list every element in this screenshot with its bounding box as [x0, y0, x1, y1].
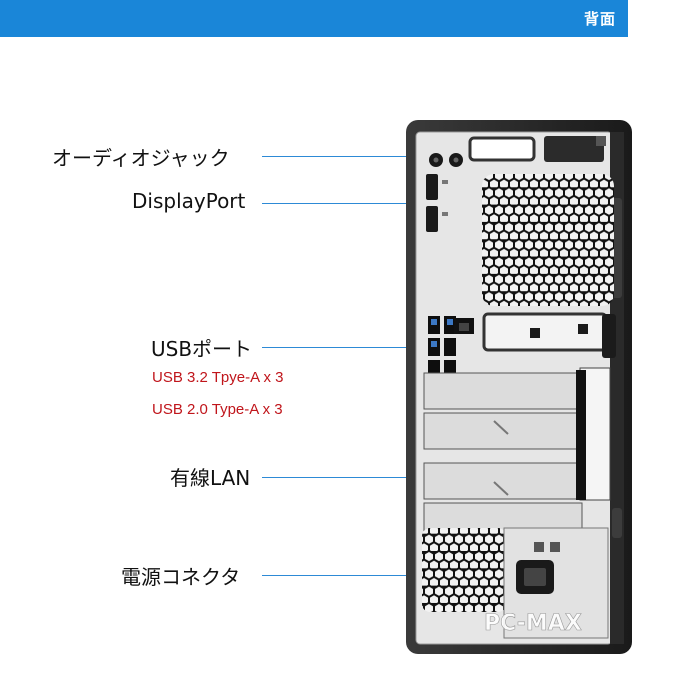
- usb20-spec-label: USB 2.0 Type-A x 3: [152, 401, 283, 418]
- psu-fan-grill: [422, 528, 506, 612]
- pc-tower-rear-image: PC-MAX: [406, 120, 632, 654]
- usb32-spec-label: USB 3.2 Tpye-A x 3: [152, 369, 284, 386]
- power-connector-label: 電源コネクタ: [121, 565, 241, 589]
- rear-fan-grill: [482, 174, 614, 306]
- lan-label: 有線LAN: [170, 466, 251, 490]
- lan-callout-line: [262, 477, 462, 479]
- usb-callout-line: [262, 347, 470, 349]
- displayport-2: [426, 206, 438, 232]
- usb-port-label: USBポート: [151, 337, 253, 361]
- watermark: PC-MAX: [484, 611, 582, 636]
- power-callout-line: [262, 575, 542, 577]
- audio-callout-line: [262, 156, 430, 158]
- rear-view-label: 背面: [583, 10, 616, 28]
- audio-jack-label: オーディオジャック: [52, 146, 230, 170]
- displayport-callout-line: [262, 203, 428, 205]
- displayport-1: [426, 174, 438, 200]
- displayport-label: DisplayPort: [132, 189, 246, 213]
- header-banner: 背面: [0, 0, 628, 37]
